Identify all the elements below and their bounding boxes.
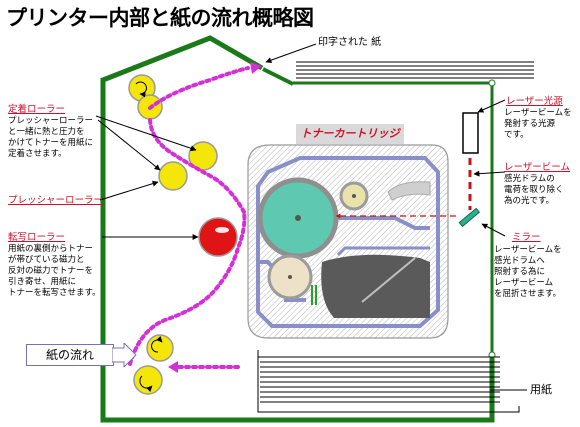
paper-flow-arrow — [112, 343, 137, 367]
paper-flow-label: 紙の流れ — [26, 344, 114, 366]
toner-cartridge-label: トナーカートリッジ — [296, 124, 404, 144]
rollers — [128, 74, 238, 395]
pressure-roller — [158, 161, 188, 191]
printed-paper-stack — [296, 61, 534, 79]
mirror — [458, 207, 481, 228]
transfer-roller — [198, 217, 238, 257]
mirror-title: ミラー — [512, 232, 541, 243]
paper-tray-label: 用紙 — [530, 383, 552, 396]
paper-tray — [257, 350, 520, 413]
transfer-roller-description: 用紙の裏側からトナー が帯びている磁力と 反対の磁力でトナーを 引き寄せ、用紙に… — [8, 244, 101, 298]
laser-source-title: レーザー光源 — [506, 96, 563, 107]
feed-roller-2 — [133, 365, 163, 395]
feed-roller-1 — [146, 334, 174, 362]
transfer-roller-title: 転写ローラー — [8, 232, 66, 243]
laser-beam-description: 感光ドラムの 電荷を取り除く 為の光です。 — [504, 174, 564, 206]
laser-source — [462, 112, 479, 154]
toner-cartridge — [247, 144, 449, 339]
pressure-roller-title: プレッシャーローラー — [8, 195, 104, 206]
printed-paper-label: 印字された 紙 — [318, 37, 382, 48]
laser-beam-title: レーザービーム — [504, 162, 571, 173]
laser-source-description: レーザービームを 発射する光源 です。 — [504, 108, 572, 140]
fuser-roller-title: 定着ローラー — [8, 104, 66, 115]
page-title: プリンター内部と紙の流れ概略図 — [6, 6, 314, 30]
mirror-description: レーザービームを 感光ドラムへ 照射する為に レーザービーム を屈折させます。 — [494, 245, 562, 299]
fuser-roller-description: プレッシャーローラー と一緒に熱と圧力を かけてトナーを用紙に 定着させます。 — [8, 116, 94, 159]
